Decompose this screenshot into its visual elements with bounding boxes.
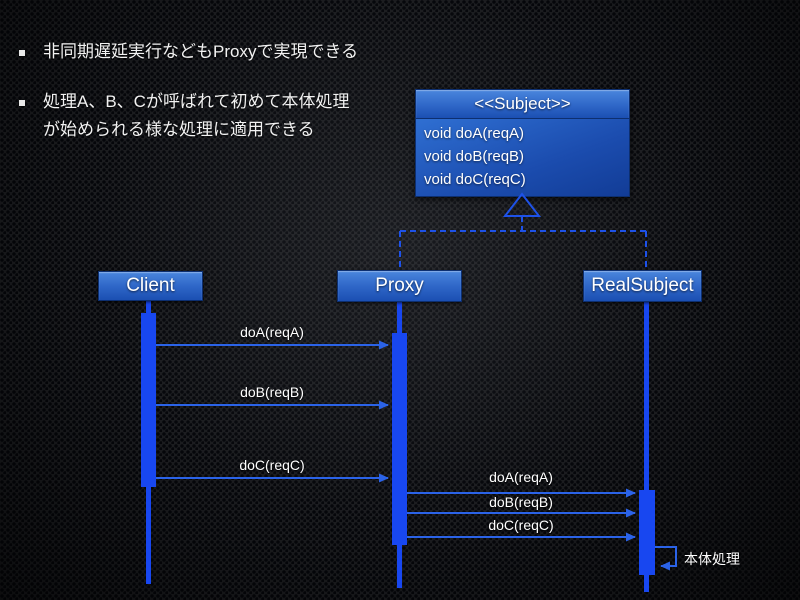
proxy-activation-bar xyxy=(392,333,407,545)
subject-method: void doA(reqA) xyxy=(424,125,525,142)
bullet-square-icon xyxy=(19,50,25,56)
lifeline-head-client: Client xyxy=(98,271,203,301)
subject-class-box: <<Subject>> void doA(reqA) void doB(reqB… xyxy=(415,89,630,197)
bullet-text: 非同期遅延実行などもProxyで実現できる xyxy=(43,42,359,61)
subject-class-body: void doA(reqA) void doB(reqB) void doC(r… xyxy=(416,119,629,196)
subject-method: void doB(reqB) xyxy=(424,148,525,165)
subject-class-title: <<Subject>> xyxy=(416,90,629,119)
generalization-triangle-icon xyxy=(502,192,542,217)
message-label-doB-forward: doB(reqB) xyxy=(489,494,553,510)
lifeline-head-proxy: Proxy xyxy=(337,270,462,302)
bullet-square-icon xyxy=(19,100,25,106)
self-call-loop-arrow xyxy=(655,546,677,571)
lifeline-head-realsubject: RealSubject xyxy=(583,270,702,302)
message-label-doC: doC(reqC) xyxy=(239,457,305,473)
message-label-doA-forward: doA(reqA) xyxy=(489,469,553,485)
message-label-doA: doA(reqA) xyxy=(240,324,304,340)
message-label-doC-forward: doC(reqC) xyxy=(488,517,554,533)
message-label-doB: doB(reqB) xyxy=(240,384,304,400)
bullet-text: 処理A、B、Cが呼ばれて初めて本体処理 xyxy=(43,92,350,111)
client-activation-bar xyxy=(141,313,156,487)
realsubject-activation-bar xyxy=(639,490,655,575)
bullet-text: が始められる様な処理に適用できる xyxy=(43,120,315,139)
self-call-label: 本体処理 xyxy=(684,551,740,567)
subject-method: void doC(reqC) xyxy=(424,171,526,188)
